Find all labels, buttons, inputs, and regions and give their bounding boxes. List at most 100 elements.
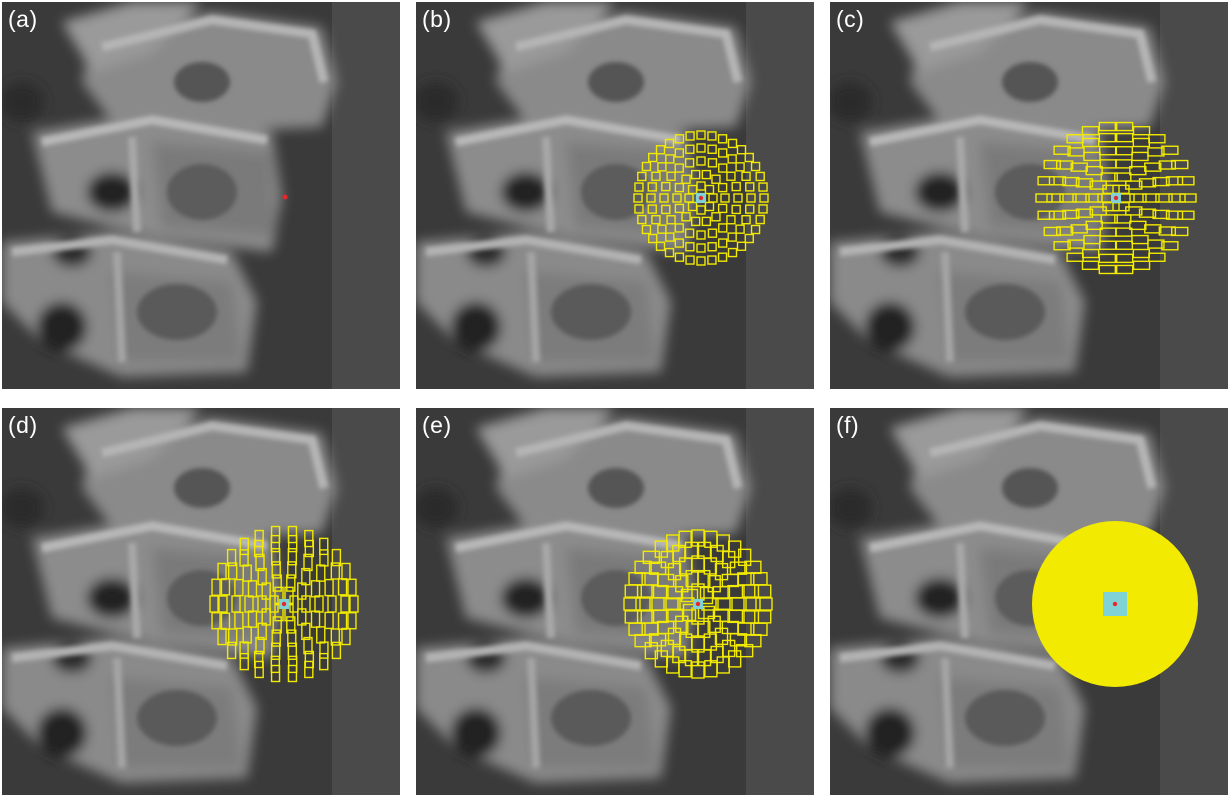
sampling-box xyxy=(742,216,750,224)
sampling-box xyxy=(634,194,642,202)
sampling-box xyxy=(1044,161,1060,169)
sampling-box xyxy=(745,561,761,573)
landmark-point xyxy=(696,602,700,606)
sampling-box xyxy=(1133,249,1149,257)
landmark-point xyxy=(699,196,703,200)
sampling-box xyxy=(682,213,690,221)
sampling-box xyxy=(686,159,694,167)
sampling-box xyxy=(212,613,220,629)
sampling-box xyxy=(1117,254,1133,262)
sampling-box xyxy=(686,256,694,264)
sampling-box xyxy=(705,202,713,210)
sampling-box xyxy=(218,563,226,579)
sampling-box xyxy=(1082,261,1098,269)
sampling-box xyxy=(662,205,670,213)
sampling-box xyxy=(638,172,646,180)
sampling-box xyxy=(320,642,328,658)
sampling-box xyxy=(736,225,744,233)
sampling-box xyxy=(1100,241,1116,249)
sampling-box xyxy=(341,596,349,612)
sampling-box xyxy=(240,538,248,554)
sampling-box xyxy=(759,183,767,191)
sampling-box xyxy=(667,172,675,180)
sampling-box xyxy=(756,216,764,224)
sampling-box xyxy=(649,154,657,162)
landmark-point xyxy=(1114,196,1118,200)
sampling-box xyxy=(1145,163,1161,171)
sampling-box xyxy=(1057,161,1073,169)
sampling-box xyxy=(245,596,253,612)
sampling-box xyxy=(708,256,716,264)
panel-label: (c) xyxy=(836,6,864,33)
sampling-box xyxy=(732,205,740,213)
sampling-box xyxy=(746,183,754,191)
sampling-box xyxy=(1117,123,1133,131)
sampling-box xyxy=(625,611,641,623)
sampling-box xyxy=(1067,253,1083,261)
sampling-box xyxy=(732,183,740,191)
panel-b: (b) xyxy=(416,2,814,389)
sampling-box xyxy=(697,257,705,265)
sampling-box xyxy=(272,665,280,681)
sampling-box xyxy=(328,596,336,612)
sampling-box xyxy=(1117,265,1133,273)
sampling-box xyxy=(317,565,325,581)
sampling-box xyxy=(686,229,694,237)
sampling-box xyxy=(727,216,735,224)
sampling-box xyxy=(315,596,323,612)
sampling-box xyxy=(1071,225,1087,233)
sampling-box xyxy=(339,579,347,595)
sampling-box xyxy=(719,135,727,143)
sampling-box xyxy=(1132,236,1148,244)
sampling-box xyxy=(642,226,650,234)
sampling-box xyxy=(658,225,666,233)
sampling-box xyxy=(235,612,243,628)
sampling-box xyxy=(708,243,716,251)
sampling-box xyxy=(642,163,650,171)
sampling-box xyxy=(666,139,674,147)
sampling-box xyxy=(219,596,227,612)
sampling-box xyxy=(675,164,683,172)
sampling-box xyxy=(1083,249,1099,257)
sampling-box xyxy=(755,611,771,623)
sampling-box xyxy=(667,609,683,621)
sampling-box xyxy=(652,216,660,224)
sampling-box xyxy=(716,628,728,644)
sampling-box xyxy=(638,611,654,623)
sampling-box xyxy=(689,202,697,210)
sampling-box xyxy=(288,527,296,543)
sampling-box xyxy=(243,565,251,581)
sampling-box xyxy=(719,184,727,192)
landmark-point xyxy=(282,602,286,606)
sampling-box xyxy=(697,157,705,165)
sampling-box xyxy=(708,229,716,237)
sampling-box xyxy=(232,596,240,612)
landmark-point xyxy=(1113,602,1117,606)
sampling-box xyxy=(320,550,328,566)
sampling-box xyxy=(759,205,767,213)
sampling-box xyxy=(1117,134,1133,142)
sampling-box xyxy=(692,171,700,179)
sampling-box xyxy=(745,234,753,242)
sampling-box xyxy=(235,580,243,596)
sampling-box xyxy=(312,611,320,627)
sampling-box xyxy=(350,596,358,612)
sampling-box xyxy=(657,242,665,250)
sampling-box xyxy=(1099,123,1115,131)
sampling-box xyxy=(1084,152,1100,160)
sampling-box xyxy=(1133,139,1149,147)
panel-e: (e) xyxy=(416,408,814,795)
sampling-box xyxy=(648,183,656,191)
sampling-box xyxy=(1178,177,1194,185)
landmark-point xyxy=(283,195,288,200)
sampling-box xyxy=(325,580,333,596)
sampling-box xyxy=(638,585,654,597)
sampling-box xyxy=(697,244,705,252)
sampling-box xyxy=(240,654,248,670)
sampling-box xyxy=(1149,135,1165,143)
sampling-box xyxy=(652,610,668,622)
sampling-box xyxy=(647,194,655,202)
sampling-box xyxy=(652,172,660,180)
sampling-box xyxy=(719,239,727,247)
panel-label: (f) xyxy=(836,412,859,439)
